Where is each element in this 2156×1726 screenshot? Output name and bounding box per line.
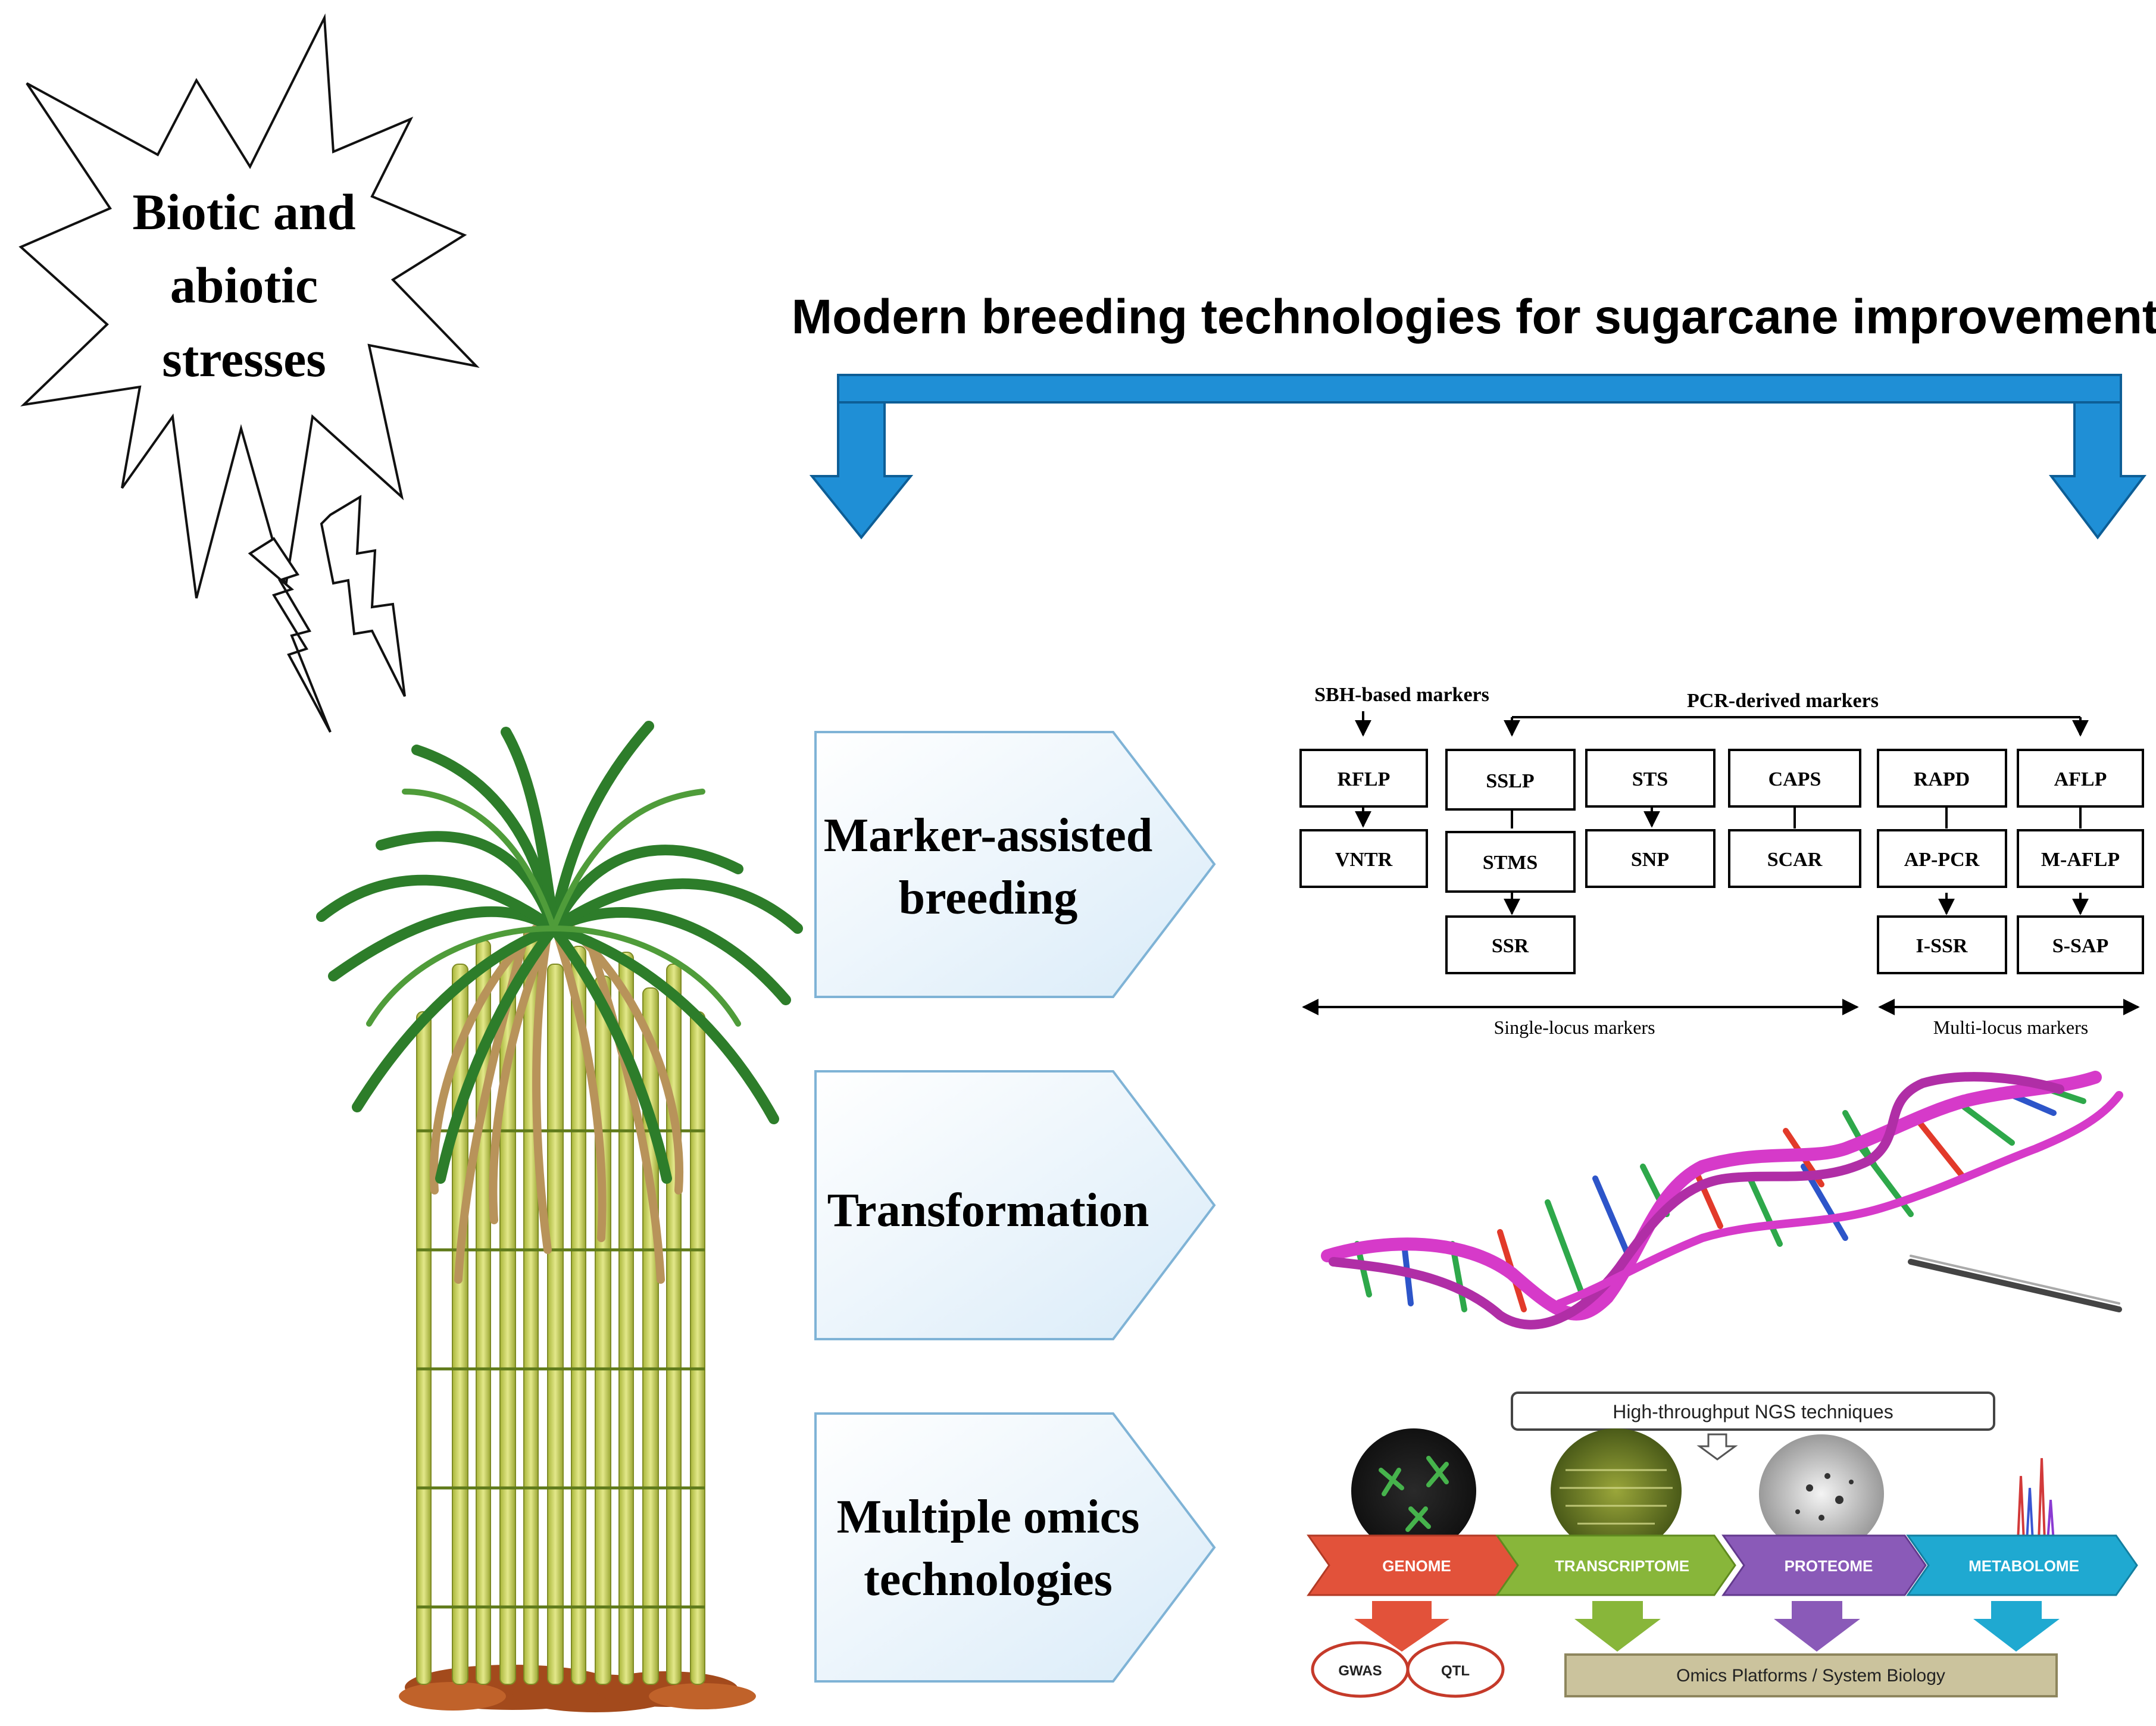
burst-text-line-3: stresses [162,330,326,387]
marker-sslp: SSLP [1486,770,1534,792]
ngs-label: High-throughput NGS techniques [1613,1401,1893,1422]
metabolome-down-arrow [1973,1601,2060,1652]
platform-box [1564,1653,2058,1697]
marker-caps: CAPS [1768,768,1821,790]
marker-s-sap: S-SAP [2052,935,2108,957]
marker-connectors [1355,711,2089,915]
proteome-stage [1721,1534,1927,1596]
marker-stms: STMS [1483,852,1538,874]
genome-down-arrow [1354,1601,1449,1652]
marker-m-aflp: M-AFLP [2041,849,2120,871]
category-chevron-marker-assisted: Marker-assisted breeding [814,731,1216,998]
burst-text-line-1: Biotic and [132,183,355,240]
marker-diagram: SBH-based markers PCR-derived markers [1299,684,2144,1038]
dna-backbone-3 [1555,1091,2123,1308]
chevron-text-mab-line-1: Marker-assisted [824,809,1152,862]
down-arrow-left [809,401,914,540]
lightning-bolt-left [248,537,332,733]
chevron-text-transformation: Transformation [827,1184,1149,1237]
lightning-bolt-right [320,495,406,697]
metabolome-label: METABOLOME [1968,1557,2079,1575]
lightning-bolts [248,495,406,733]
marker-aflp: AFLP [2054,768,2107,790]
metabolome-image [1964,1458,2071,1543]
dna-backbone-2 [1329,1072,2064,1330]
stress-burst: Biotic and abiotic stresses [18,13,480,599]
single-locus-label: Single-locus markers [1493,1017,1655,1038]
sbh-markers-label: SBH-based markers [1314,684,1489,706]
sugarcane-plant [316,721,803,1712]
ngs-box [1511,1392,1995,1431]
proteome-label: PROTEOME [1785,1557,1873,1575]
transcriptome-label: TRANSCRIPTOME [1555,1557,1689,1575]
proteome-image [1759,1434,1884,1553]
omics-diagram: High-throughput NGS techniques [1307,1392,2138,1698]
ngs-down-arrow [1696,1433,1738,1461]
marker-i-ssr: I-SSR [1916,935,1968,957]
marker-box-labels: RFLP VNTR SSLP STMS SSR STS SNP CAPS SCA… [1335,768,2120,957]
transcriptome-down-arrow [1574,1601,1661,1652]
gwas-label: GWAS [1338,1663,1382,1679]
multi-locus-label: Multi-locus markers [1933,1017,2088,1038]
green-leaves-light [366,789,741,1027]
header-bar [837,374,2122,404]
marker-sts: STS [1632,768,1668,790]
header: Modern breeding technologies for sugarca… [792,290,2156,540]
qtl-label: QTL [1441,1663,1470,1679]
marker-scar: SCAR [1767,849,1823,871]
metabolome-stage [1906,1534,2138,1596]
burst-shape [18,13,480,599]
marker-rflp: RFLP [1338,768,1391,790]
burst-text-line-2: abiotic [170,257,318,314]
marker-vntr: VNTR [1335,849,1393,871]
injection-needle [1908,1255,2122,1312]
marker-snp: SNP [1631,849,1669,871]
transcriptome-image [1551,1428,1682,1553]
category-chevron-transformation: Transformation [814,1070,1216,1340]
green-leaves [316,721,803,1184]
qtl-oval [1406,1641,1505,1698]
marker-ssr: SSR [1492,935,1529,957]
marker-ap-pcr: AP-PCR [1904,849,1980,871]
marker-rapd: RAPD [1914,768,1970,790]
genome-label: GENOME [1382,1557,1451,1575]
marker-boxes [1299,749,2144,974]
dna-helix [1321,1071,2123,1330]
genome-image [1351,1428,1476,1553]
proteome-down-arrow [1774,1601,1860,1652]
platform-label: Omics Platforms / System Biology [1676,1666,1945,1686]
header-title: Modern breeding technologies for sugarca… [792,290,2156,344]
category-chevron-omics: Multiple omics technologies [814,1412,1216,1683]
pcr-markers-label: PCR-derived markers [1687,690,1879,712]
chevron-text-mab-line-2: breeding [899,872,1078,924]
dna-backbone-1 [1321,1071,2102,1321]
down-arrow-right [2048,401,2147,540]
chevron-text-omics-line-1: Multiple omics [837,1491,1140,1543]
chevron-text-omics-line-2: technologies [864,1553,1113,1606]
transcriptome-stage [1495,1534,1736,1596]
